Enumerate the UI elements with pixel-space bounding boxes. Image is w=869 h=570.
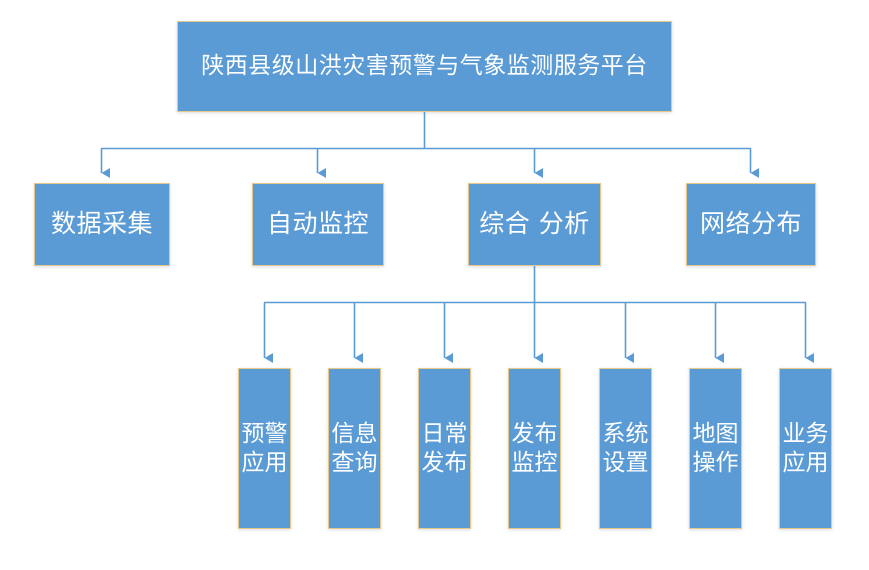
- node-label: 网络分布: [699, 209, 802, 239]
- node-business-application[interactable]: 业务 应用: [779, 368, 832, 529]
- node-label: 预警 应用: [241, 421, 288, 476]
- node-label: 数据采集: [50, 209, 153, 239]
- node-map-operation[interactable]: 地图 操作: [689, 368, 742, 529]
- node-label: 系统 设置: [602, 421, 649, 476]
- node-label: 综合 分析: [479, 209, 590, 239]
- node-system-settings[interactable]: 系统 设置: [599, 368, 652, 529]
- node-label: 信息 查询: [331, 421, 378, 476]
- node-comprehensive-analysis[interactable]: 综合 分析: [468, 183, 601, 266]
- node-label: 发布 监控: [511, 421, 558, 476]
- node-root[interactable]: 陕西县级山洪灾害预警与气象监测服务平台: [177, 21, 672, 112]
- node-data-collection[interactable]: 数据采集: [34, 183, 170, 266]
- node-release-monitoring[interactable]: 发布 监控: [508, 368, 561, 529]
- node-root-label: 陕西县级山洪灾害预警与气象监测服务平台: [201, 53, 648, 80]
- node-label: 地图 操作: [692, 421, 739, 476]
- node-label: 自动监控: [266, 209, 369, 239]
- node-auto-monitoring[interactable]: 自动监控: [252, 183, 384, 266]
- node-label: 业务 应用: [782, 421, 829, 476]
- node-information-query[interactable]: 信息 查询: [328, 368, 381, 529]
- node-label: 日常 发布: [421, 421, 468, 476]
- node-daily-release[interactable]: 日常 发布: [418, 368, 471, 529]
- node-network-distribution[interactable]: 网络分布: [686, 183, 816, 266]
- node-warning-application[interactable]: 预警 应用: [238, 368, 291, 529]
